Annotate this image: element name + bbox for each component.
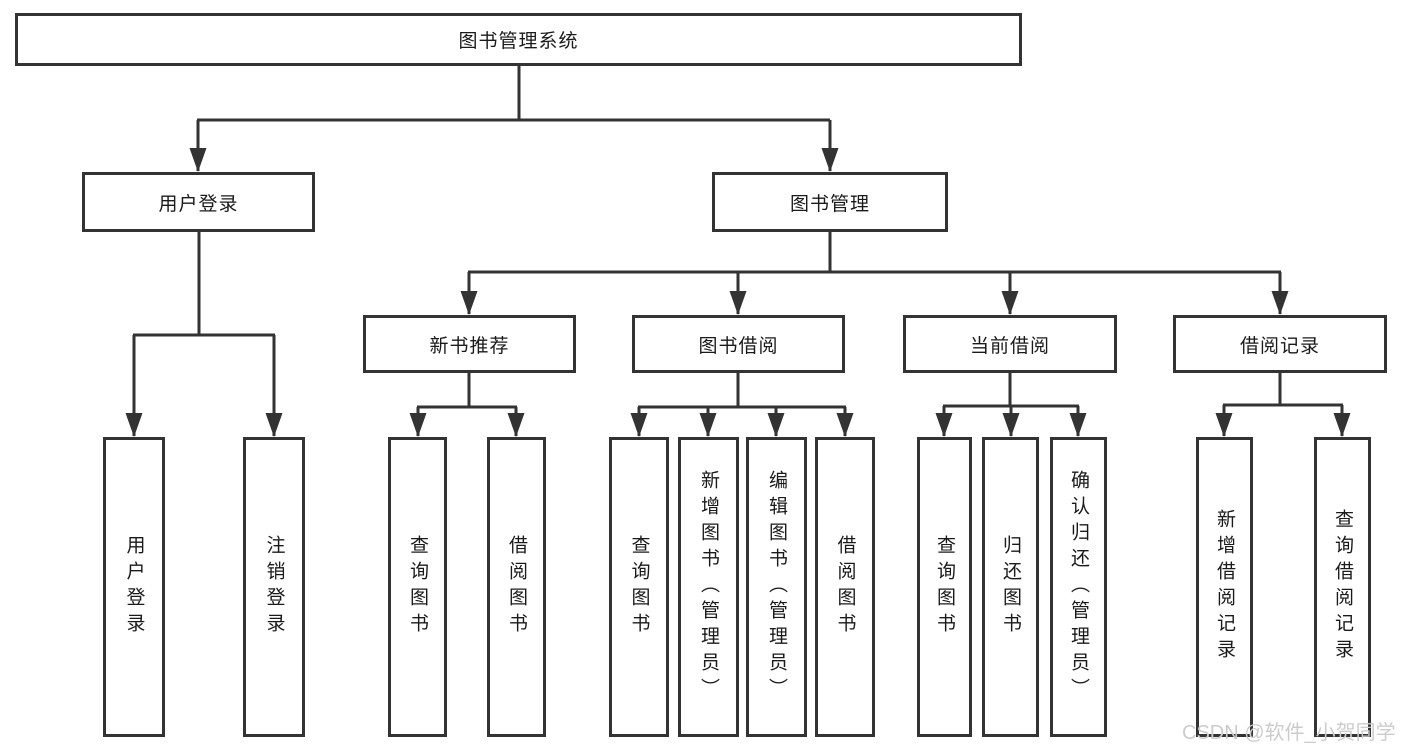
leaf-query-books-current: 查询图书 xyxy=(917,437,972,737)
node-root: 图书管理系统 xyxy=(15,13,1022,66)
leaf-query-borrow-record-label: 查询借阅记录 xyxy=(1332,509,1353,665)
leaf-query-books-borrow: 查询图书 xyxy=(609,437,669,737)
leaf-logout-label: 注销登录 xyxy=(263,535,285,639)
connector-borrowing-records-children xyxy=(1215,373,1351,437)
node-current-borrowing: 当前借阅 xyxy=(903,315,1117,373)
leaf-add-books-admin-label: 新增图书（管理员） xyxy=(698,470,719,704)
node-new-book-recommendation-label: 新书推荐 xyxy=(429,335,510,357)
leaf-query-books-recommend: 查询图书 xyxy=(388,437,447,737)
connector-new-book-children xyxy=(409,373,525,437)
leaf-confirm-return-admin: 确认归还（管理员） xyxy=(1050,437,1107,737)
leaf-borrow-books-borrow: 借阅图书 xyxy=(815,437,875,737)
node-new-book-recommendation: 新书推荐 xyxy=(363,315,576,373)
connector-root-to-level2 xyxy=(189,66,839,172)
node-root-label: 图书管理系统 xyxy=(458,31,579,52)
connector-user-login-children xyxy=(125,232,283,437)
leaf-borrow-books-recommend-label: 借阅图书 xyxy=(506,535,527,639)
node-borrowing-records: 借阅记录 xyxy=(1173,315,1387,373)
leaf-add-books-admin: 新增图书（管理员） xyxy=(678,437,739,737)
leaf-edit-books-admin: 编辑图书（管理员） xyxy=(746,437,807,737)
connector-current-borrowing-children xyxy=(935,373,1087,437)
node-book-borrowing: 图书借阅 xyxy=(632,315,845,373)
leaf-borrow-books-recommend: 借阅图书 xyxy=(487,437,546,737)
leaf-logout: 注销登录 xyxy=(243,437,305,737)
leaf-edit-books-admin-label: 编辑图书（管理员） xyxy=(766,470,787,704)
node-user-login-label: 用户登录 xyxy=(158,193,239,215)
node-current-borrowing-label: 当前借阅 xyxy=(969,335,1050,357)
node-book-management: 图书管理 xyxy=(712,172,948,232)
leaf-borrow-books-borrow-label: 借阅图书 xyxy=(834,535,856,639)
node-borrowing-records-label: 借阅记录 xyxy=(1239,335,1320,357)
connector-book-management-children xyxy=(460,232,1289,315)
leaf-query-books-recommend-label: 查询图书 xyxy=(407,535,428,639)
leaf-add-borrow-record-label: 新增借阅记录 xyxy=(1214,509,1235,665)
leaf-add-borrow-record: 新增借阅记录 xyxy=(1196,437,1253,737)
leaf-user-login-label: 用户登录 xyxy=(123,535,145,639)
leaf-return-books: 归还图书 xyxy=(982,437,1039,737)
leaf-return-books-label: 归还图书 xyxy=(1000,535,1021,639)
leaf-confirm-return-admin-label: 确认归还（管理员） xyxy=(1068,470,1089,704)
leaf-user-login: 用户登录 xyxy=(103,437,165,737)
connector-book-borrowing-children xyxy=(630,373,854,437)
leaf-query-borrow-record: 查询借阅记录 xyxy=(1314,437,1371,737)
node-book-borrowing-label: 图书借阅 xyxy=(698,335,779,357)
leaf-query-books-borrow-label: 查询图书 xyxy=(628,535,650,639)
node-user-login: 用户登录 xyxy=(82,172,315,232)
node-book-management-label: 图书管理 xyxy=(789,193,870,215)
leaf-query-books-current-label: 查询图书 xyxy=(934,535,955,639)
csdn-watermark: CSDN @软件_小贺同学 xyxy=(1182,722,1396,744)
